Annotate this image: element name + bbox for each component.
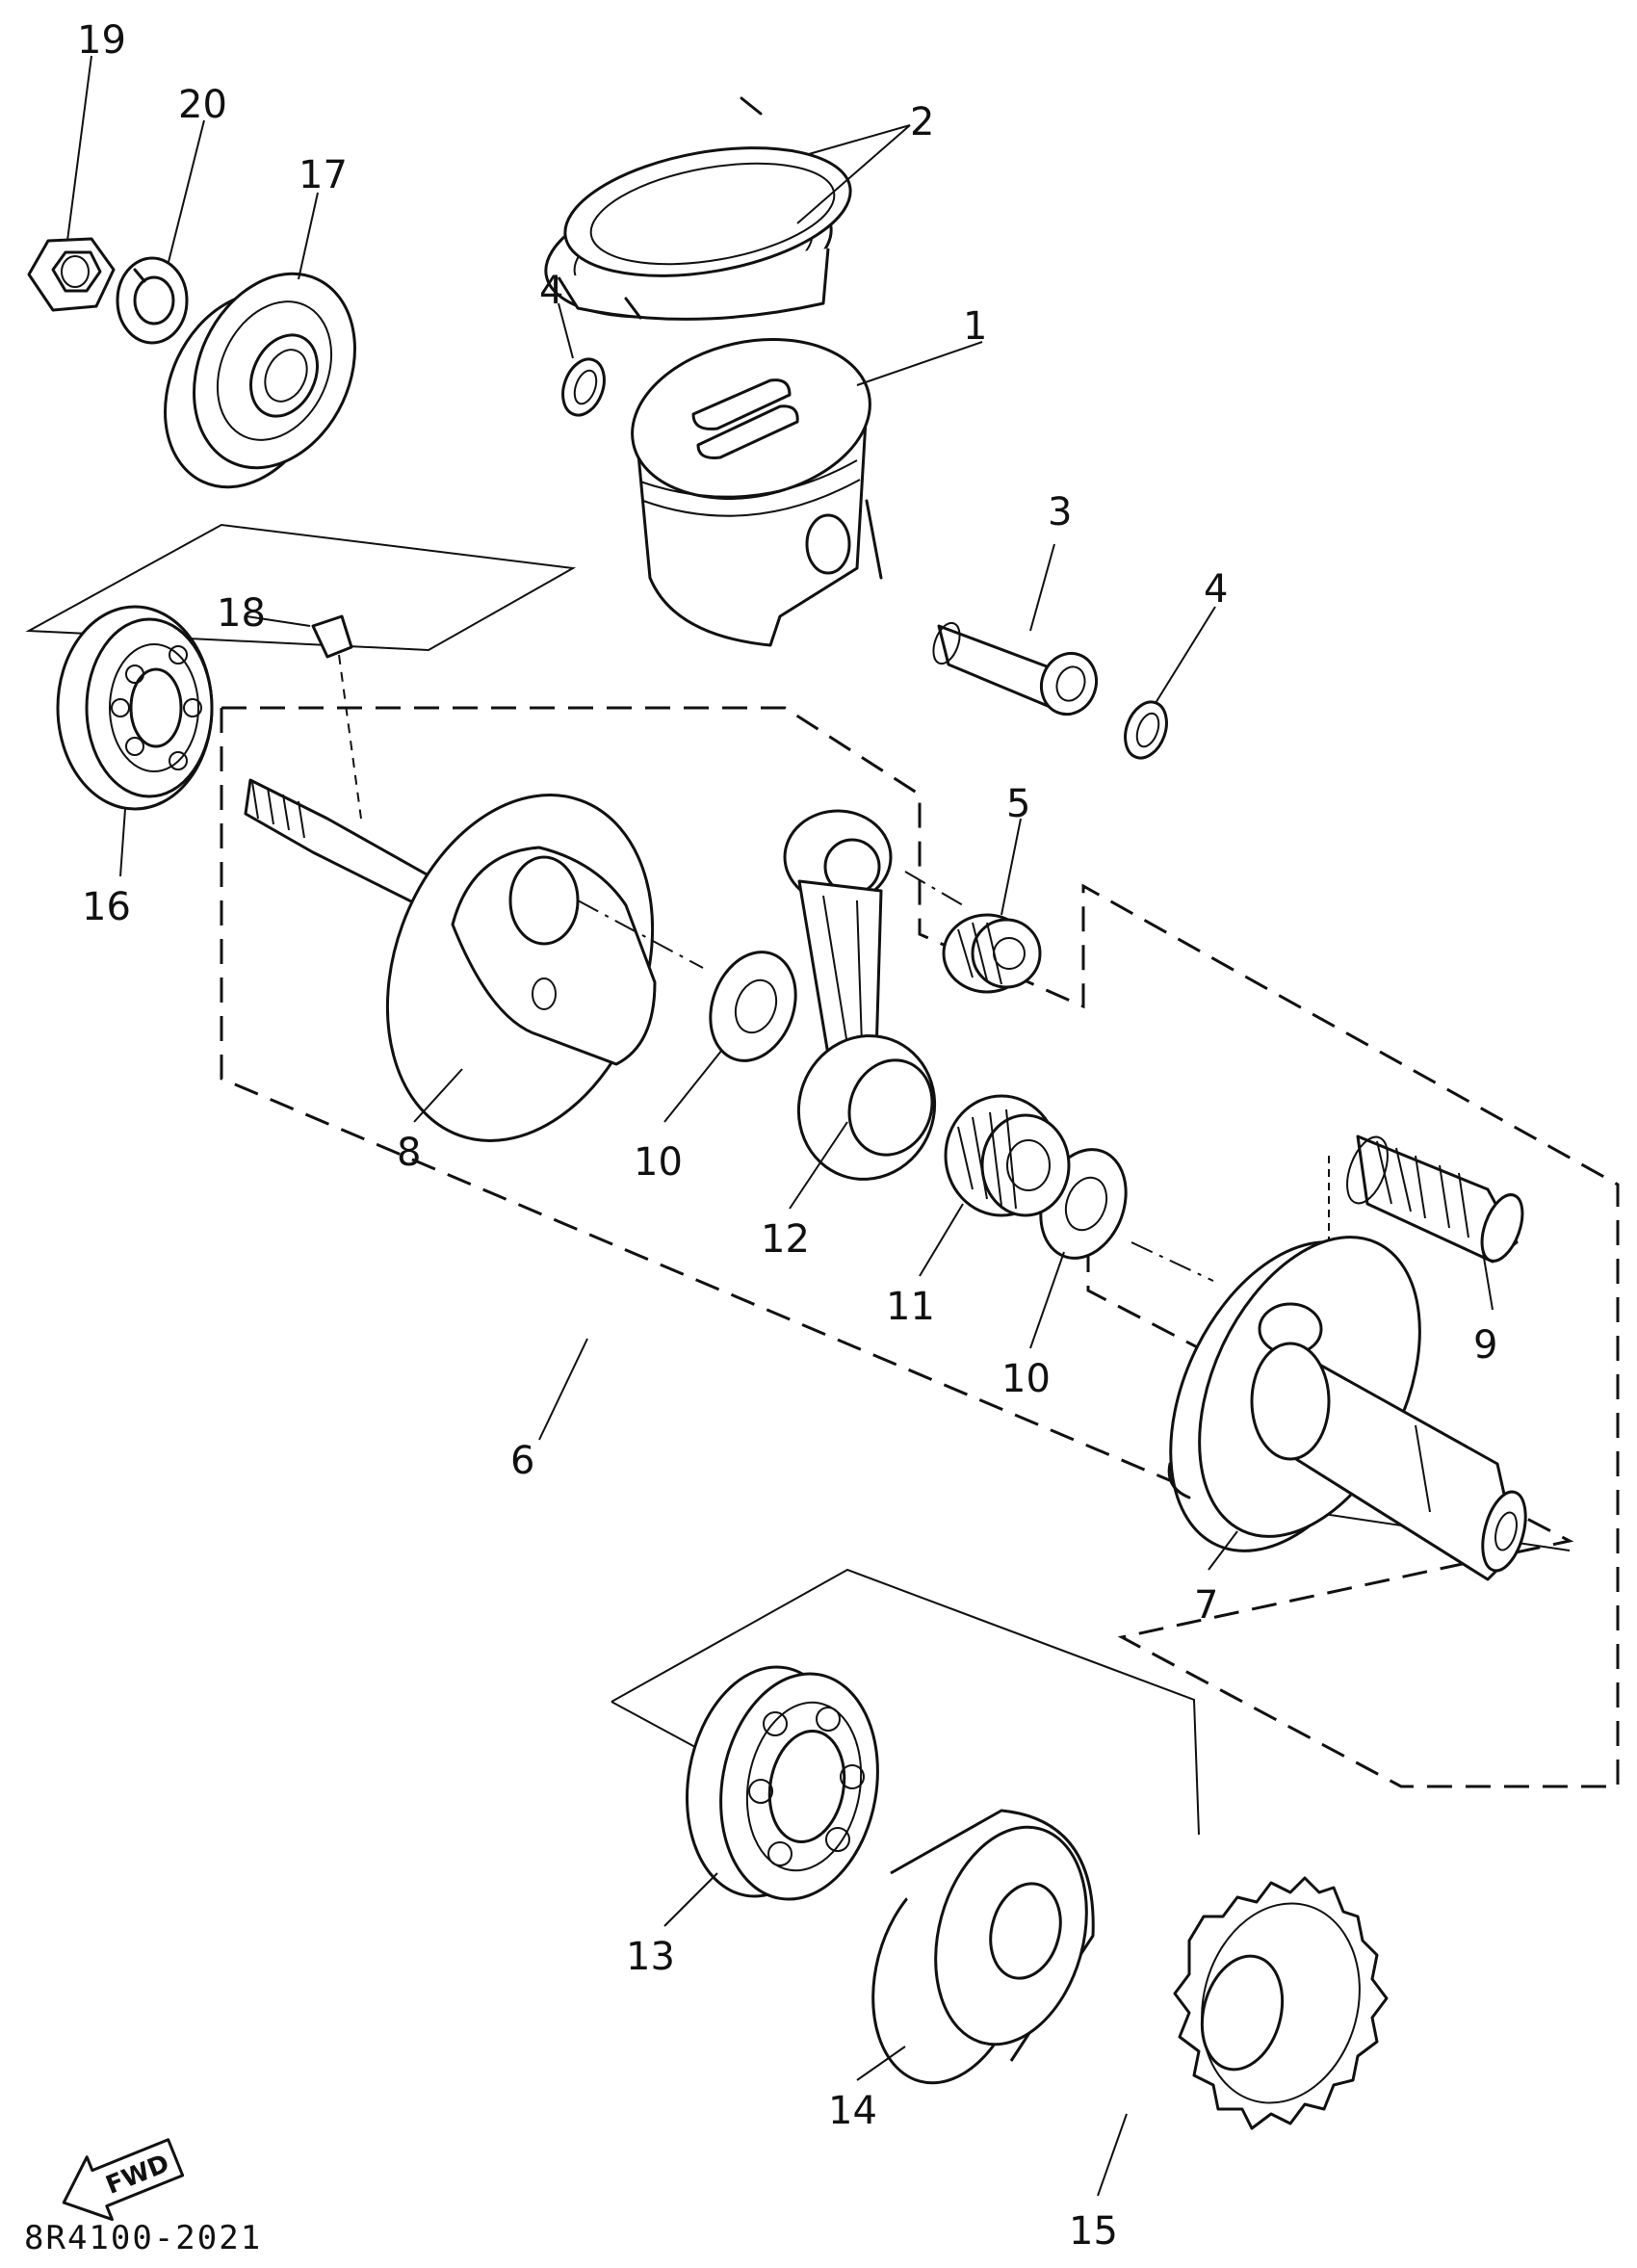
leader-lines (66, 55, 1494, 2197)
callout-12: 12 (761, 1217, 810, 1262)
fwd-arrow-icon: FWD (62, 2138, 185, 2222)
reference-code: 8R4100-2021 (24, 2219, 262, 2257)
part-3-piston-pin (932, 621, 1098, 717)
part-14-oil-seal (871, 1809, 1095, 2085)
callout-16: 16 (82, 885, 131, 929)
bearing-17-16-outline (25, 523, 577, 652)
callout-14: 14 (828, 2089, 877, 2133)
callout-18: 18 (217, 591, 266, 636)
callout-9: 9 (1473, 1323, 1497, 1368)
part-2-piston-rings (544, 96, 852, 321)
part-17-oil-seal (164, 272, 356, 489)
callout-6: 6 (510, 1439, 534, 1483)
part-19-nut (27, 237, 116, 312)
callout-19: 19 (77, 18, 126, 63)
callout-10b: 10 (1001, 1357, 1051, 1401)
part-20-lock-washer (116, 256, 189, 345)
callout-7: 7 (1194, 1583, 1218, 1628)
callout-15: 15 (1069, 2209, 1118, 2254)
callout-1: 1 (963, 304, 987, 349)
part-16-bearing (56, 605, 214, 811)
callout-10a: 10 (634, 1140, 683, 1185)
callout-4a: 4 (539, 269, 563, 313)
part-7-crank-right (1130, 1236, 1527, 1581)
callout-20: 20 (178, 83, 227, 127)
part-5-small-end-bearing (942, 913, 1042, 994)
part-11-big-end-bearing (944, 1094, 1071, 1217)
callout-2: 2 (910, 100, 934, 144)
callout-3: 3 (1048, 490, 1072, 534)
part-1-piston (631, 338, 883, 647)
callout-13: 13 (626, 1935, 675, 1979)
callout-11: 11 (886, 1285, 935, 1329)
part-12-connecting-rod (783, 809, 964, 1181)
callout-5: 5 (1006, 782, 1030, 826)
part-8-crank-left (244, 778, 704, 1142)
callout-8: 8 (397, 1131, 421, 1175)
part-15-gear (1173, 1876, 1389, 2130)
part-13-bearing (686, 1665, 879, 1901)
callout-4b: 4 (1204, 567, 1228, 612)
callout-labels: 19 20 17 2 4 1 3 4 18 5 16 8 10 12 11 10… (77, 18, 1497, 2254)
part-4-circlip-right (1124, 700, 1168, 760)
callout-17: 17 (299, 153, 348, 197)
part-18-key (311, 614, 362, 820)
part-10-washer-left (709, 951, 797, 1062)
part-4-circlip-left (561, 357, 606, 417)
